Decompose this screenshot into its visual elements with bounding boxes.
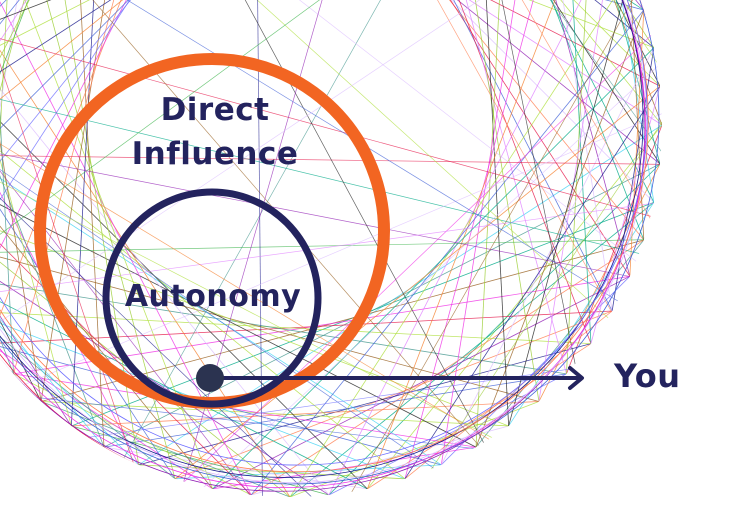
- arrow-head-icon: [568, 366, 584, 390]
- autonomy-label: Autonomy: [124, 279, 302, 314]
- you-label: You: [614, 357, 681, 395]
- autonomy-circle: [102, 188, 322, 408]
- you-dot: [196, 364, 224, 392]
